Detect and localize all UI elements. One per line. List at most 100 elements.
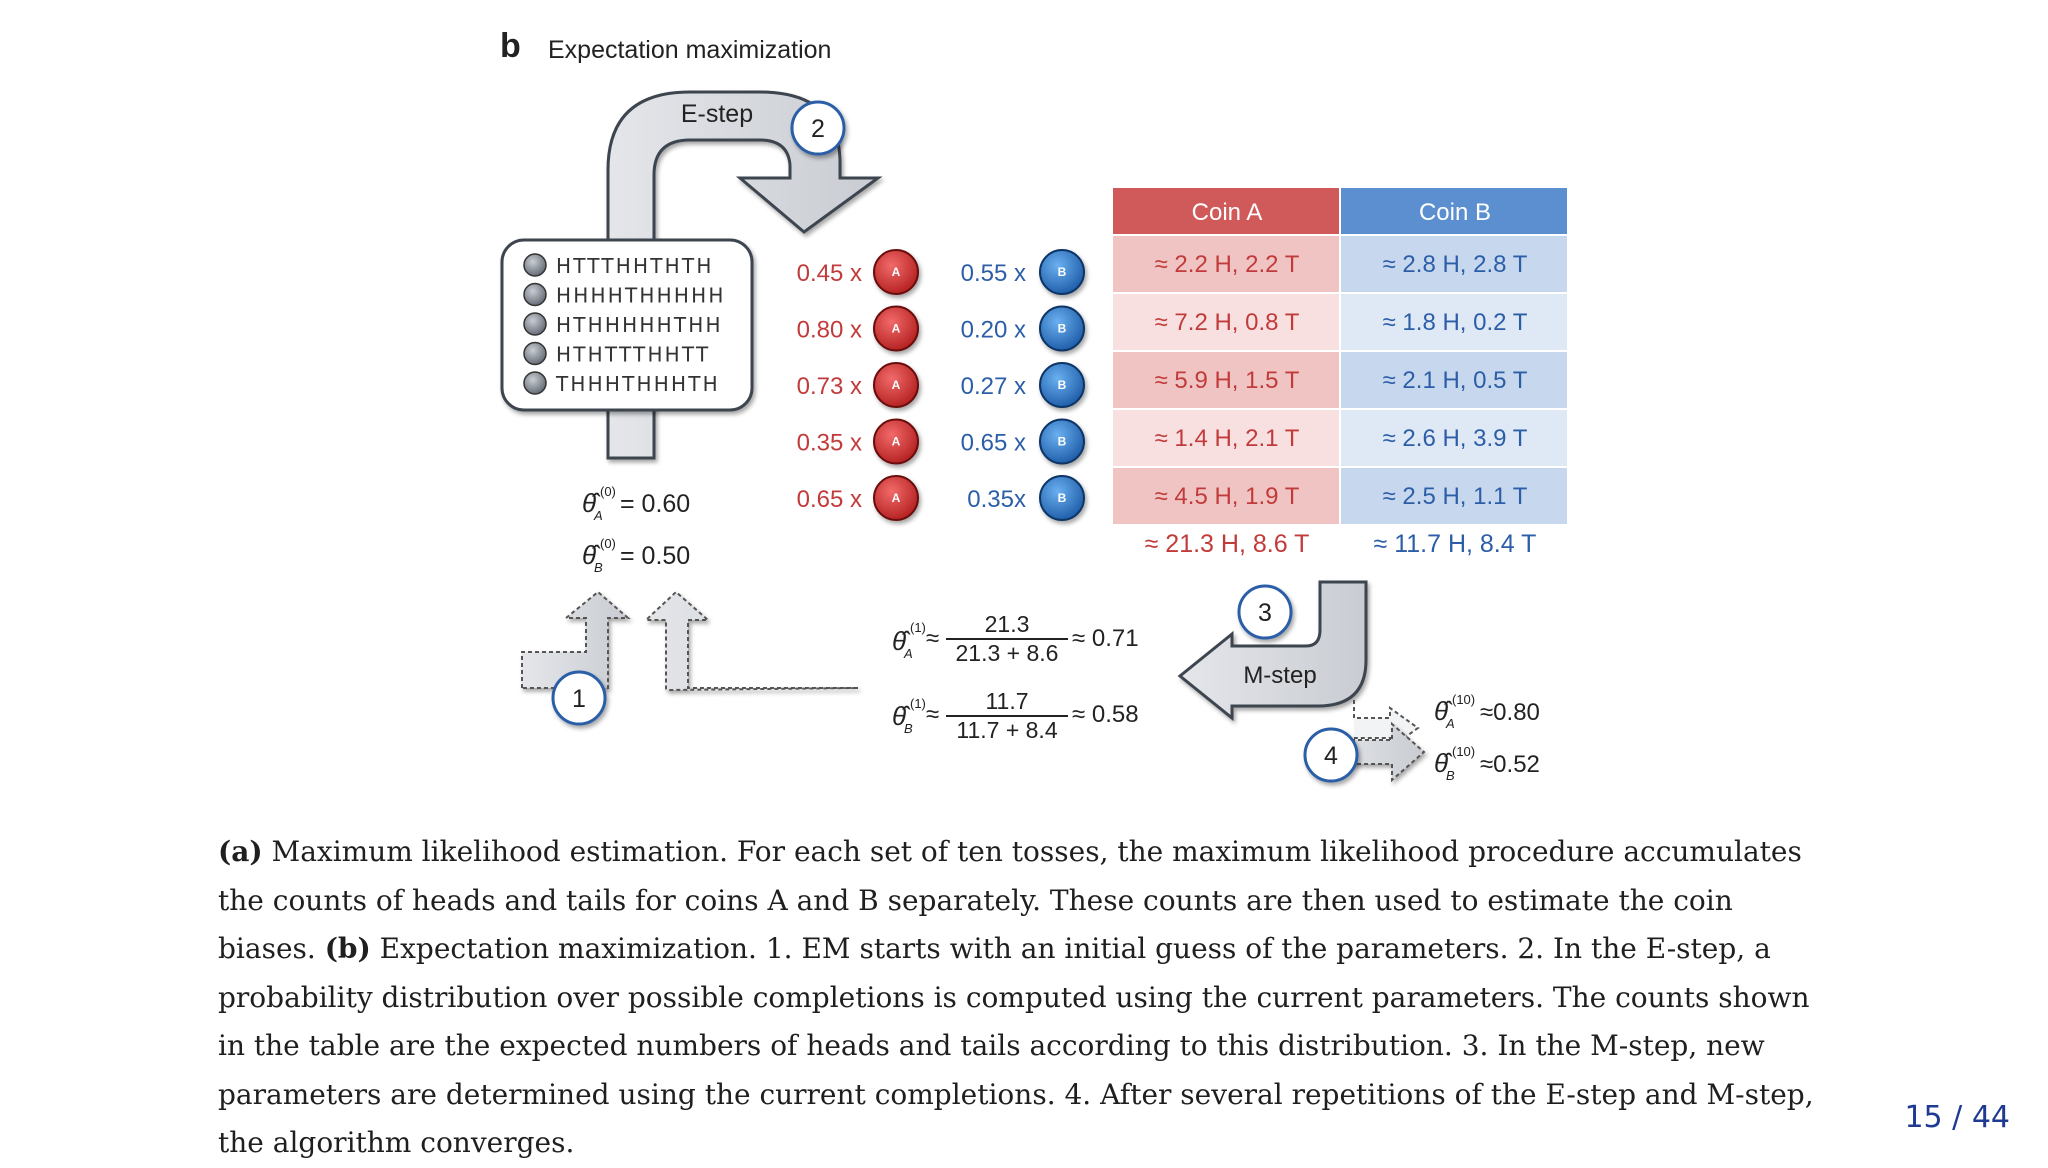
svg-text:B: B (1446, 768, 1455, 783)
coin-a-weight: 0.45 x (797, 260, 862, 287)
coin-a-weight: 0.73 x (797, 373, 862, 400)
update-a-denominator: 21.3 + 8.6 (956, 640, 1059, 666)
coin-b-icon: B (1039, 305, 1085, 352)
coin-b-icon: B (1039, 475, 1085, 521)
update-b-superscript: (1) (910, 696, 926, 711)
toss-sequence: HTHTTTHHTT (556, 343, 710, 367)
toss-sequence: HHHHTHHHHH (556, 284, 726, 308)
table-header-cell (1113, 188, 1339, 234)
coin-a-header: Coin A (1192, 199, 1263, 226)
theta-b-superscript: (0) (600, 536, 616, 551)
toss-sequence: THHHTHHHTH (555, 372, 720, 396)
svg-text:B: B (594, 560, 603, 575)
coin-a-icon: A (873, 249, 919, 295)
caption-a-label: (a) (218, 835, 263, 868)
mstep-arrow (1177, 580, 1368, 722)
table-cell (1113, 410, 1339, 466)
table-cell-text: ≈ 2.1 H, 0.5 T (1383, 367, 1528, 394)
coin-a-letter: A (892, 265, 901, 279)
table-header-cell (1341, 188, 1567, 234)
unknown-coin-icon (523, 312, 547, 336)
table-cell (1113, 294, 1339, 350)
coin-a-icon: A (873, 418, 919, 465)
coin-b-letter: B (1058, 265, 1067, 279)
coin-a-letter: A (892, 378, 901, 392)
coin-a-letter: A (892, 491, 901, 505)
svg-text:A: A (593, 508, 603, 523)
svg-text:≈: ≈ (926, 701, 939, 728)
step-3-number: 3 (1258, 599, 1272, 627)
coin-b-total: ≈ 11.7 H, 8.4 T (1374, 530, 1537, 558)
panel-letter: b (500, 27, 521, 65)
coin-b-icon: B (1039, 418, 1085, 465)
table-cell (1113, 468, 1339, 524)
caption-b-text: Expectation maximization. 1. EM starts w… (218, 932, 1814, 1159)
table-cell (1341, 294, 1567, 350)
toss-sequences: HTTTHHTHTHHHHHTHHHHHHTHHHHHTHHHTHTTTHHTT… (523, 253, 726, 396)
step-1-number: 1 (572, 685, 586, 713)
unknown-coin-icon (523, 282, 547, 307)
table-cell (1113, 236, 1339, 292)
coin-b-weight: 0.65 x (961, 430, 1026, 457)
coin-a-weight: 0.80 x (797, 317, 862, 344)
coin-a-weight: 0.35 x (797, 430, 862, 457)
coin-a-total: ≈ 21.3 H, 8.6 T (1145, 530, 1310, 558)
coin-b-letter: B (1058, 435, 1067, 449)
step-3-circle: 3 (1237, 584, 1293, 640)
toss-sequences-box (500, 238, 754, 412)
toss-sequence: HTHHHHHTHH (556, 313, 723, 337)
table-cell (1113, 352, 1339, 408)
coin-b-weight: 0.35x (967, 486, 1026, 513)
unknown-coin-icon (523, 371, 547, 395)
table-cell (1341, 468, 1567, 524)
table-cell-text: ≈ 5.9 H, 1.5 T (1155, 367, 1300, 394)
panel-title: Expectation maximization (548, 36, 831, 64)
step-1-up-arrow (521, 590, 631, 689)
table-cell-text: ≈ 2.5 H, 1.1 T (1383, 483, 1528, 510)
final-b-superscript: (10) (1452, 744, 1475, 759)
table-cell-text: ≈ 2.8 H, 2.8 T (1383, 251, 1528, 278)
coin-a-icon: A (873, 305, 919, 352)
update-b-value: ≈ 0.58 (1072, 701, 1139, 728)
initial-theta-a: θ̂ (0) A = 0.60 (582, 484, 690, 523)
table-cell-text: ≈ 2.2 H, 2.2 T (1155, 251, 1300, 278)
update-theta-b: θ̂ (1) B ≈ 11.7 11.7 + 8.4 ≈ 0.58 (892, 688, 1139, 743)
initial-theta-b-value: = 0.50 (620, 542, 690, 570)
coin-b-weight: 0.27 x (961, 373, 1026, 400)
figure-caption: (a) Maximum likelihood estimation. For e… (218, 828, 1838, 1168)
coin-a-icon: A (873, 362, 919, 408)
page-number: 15 / 44 (1904, 1100, 2010, 1135)
svg-text:A: A (1445, 716, 1455, 731)
table-cell-text: ≈ 2.6 H, 3.9 T (1383, 425, 1528, 452)
svg-text:B: B (904, 721, 913, 736)
step-4-circle: 4 (1303, 727, 1359, 783)
svg-text:≈: ≈ (926, 625, 939, 652)
final-theta-b-value: ≈0.52 (1480, 751, 1540, 778)
coin-b-header: Coin B (1419, 199, 1491, 226)
coin-b-letter: B (1058, 491, 1067, 505)
coin-b-letter: B (1058, 322, 1067, 336)
coin-b-letter: B (1058, 378, 1067, 392)
table-cell (1341, 236, 1567, 292)
expected-counts-table: Coin A Coin B ≈ 2.2 H, 2.2 T ≈ 2.8 H, 2.8 T… (1113, 188, 1567, 558)
table-cell-text: ≈ 1.4 H, 2.1 T (1155, 425, 1300, 452)
step-2-circle: 2 (790, 100, 846, 156)
unknown-coin-icon (523, 341, 547, 366)
update-b-numerator: 11.7 (985, 688, 1028, 714)
table-cell-text: ≈ 4.5 H, 1.9 T (1155, 483, 1300, 510)
caption-b-label: (b) (324, 932, 371, 965)
final-a-superscript: (10) (1452, 692, 1475, 707)
unknown-coin-icon (523, 253, 547, 277)
step-4-number: 4 (1324, 742, 1338, 770)
coin-a-letter: A (892, 322, 901, 336)
step-1-circle: 1 (551, 670, 607, 726)
estep-label: E-step (681, 100, 753, 128)
caption-a-text: Maximum likelihood estimation. For each … (218, 835, 1802, 965)
final-theta-b: θ̂ (10) B ≈0.52 (1434, 744, 1540, 783)
step-2-number: 2 (811, 115, 825, 143)
coin-b-icon: B (1039, 249, 1085, 295)
table-cell (1341, 352, 1567, 408)
update-a-numerator: 21.3 (985, 611, 1030, 637)
